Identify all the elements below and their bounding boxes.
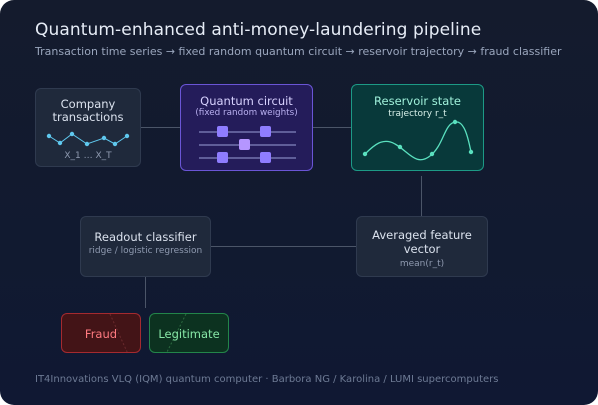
fraud-output-node: Fraud bbox=[61, 313, 141, 353]
reservoir-trajectory-curve-icon bbox=[362, 119, 474, 161]
readout-classifier-method: ridge / logistic regression bbox=[88, 246, 203, 256]
edge-company-to-quantum bbox=[141, 127, 180, 128]
transaction-series-sparkline-icon bbox=[46, 131, 130, 147]
reservoir-state-title: Reservoir state bbox=[374, 94, 461, 108]
readout-classifier-title: Readout classifier bbox=[94, 230, 197, 244]
series-range-label: X_1 … X_T bbox=[64, 151, 112, 161]
fraud-decision-boundary-icon bbox=[109, 314, 128, 352]
company-transactions-node: Company transactions X_1 … X_T bbox=[35, 88, 141, 167]
company-title-line2: transactions bbox=[52, 110, 124, 124]
feature-title-line1: Averaged feature bbox=[372, 228, 472, 242]
averaged-feature-vector-node: Averaged feature vector mean(r_t) bbox=[356, 216, 488, 277]
reservoir-state-node: Reservoir state trajectory r_t bbox=[351, 84, 484, 171]
diagram-subtitle: Transaction time series → fixed random q… bbox=[35, 45, 562, 58]
fraud-label: Fraud bbox=[84, 327, 118, 341]
reservoir-state-subtitle: trajectory r_t bbox=[388, 109, 447, 119]
diagram-title: Quantum-enhanced anti-money-laundering p… bbox=[35, 20, 482, 40]
legitimate-output-node: Legitimate bbox=[149, 313, 229, 353]
edge-readout-to-outputs bbox=[145, 277, 146, 308]
company-title-line1: Company bbox=[60, 97, 116, 111]
feature-title-line2: vector bbox=[403, 242, 441, 256]
quantum-circuit-subtitle: (fixed random weights) bbox=[195, 108, 298, 118]
quantum-circuit-gates-icon bbox=[199, 126, 296, 163]
feature-formula: mean(r_t) bbox=[399, 259, 445, 269]
quantum-circuit-title: Quantum circuit bbox=[200, 94, 293, 108]
readout-classifier-node: Readout classifier ridge / logistic regr… bbox=[80, 216, 211, 277]
quantum-circuit-node: Quantum circuit (fixed random weights) bbox=[180, 84, 313, 171]
legitimate-decision-boundary-icon bbox=[166, 314, 187, 352]
edge-feature-to-readout bbox=[211, 246, 356, 247]
edge-reservoir-to-feature bbox=[421, 176, 422, 216]
edge-quantum-to-reservoir bbox=[313, 127, 351, 128]
legitimate-label: Legitimate bbox=[158, 327, 220, 341]
compute-resources-footer: IT4Innovations VLQ (IQM) quantum compute… bbox=[35, 374, 499, 385]
